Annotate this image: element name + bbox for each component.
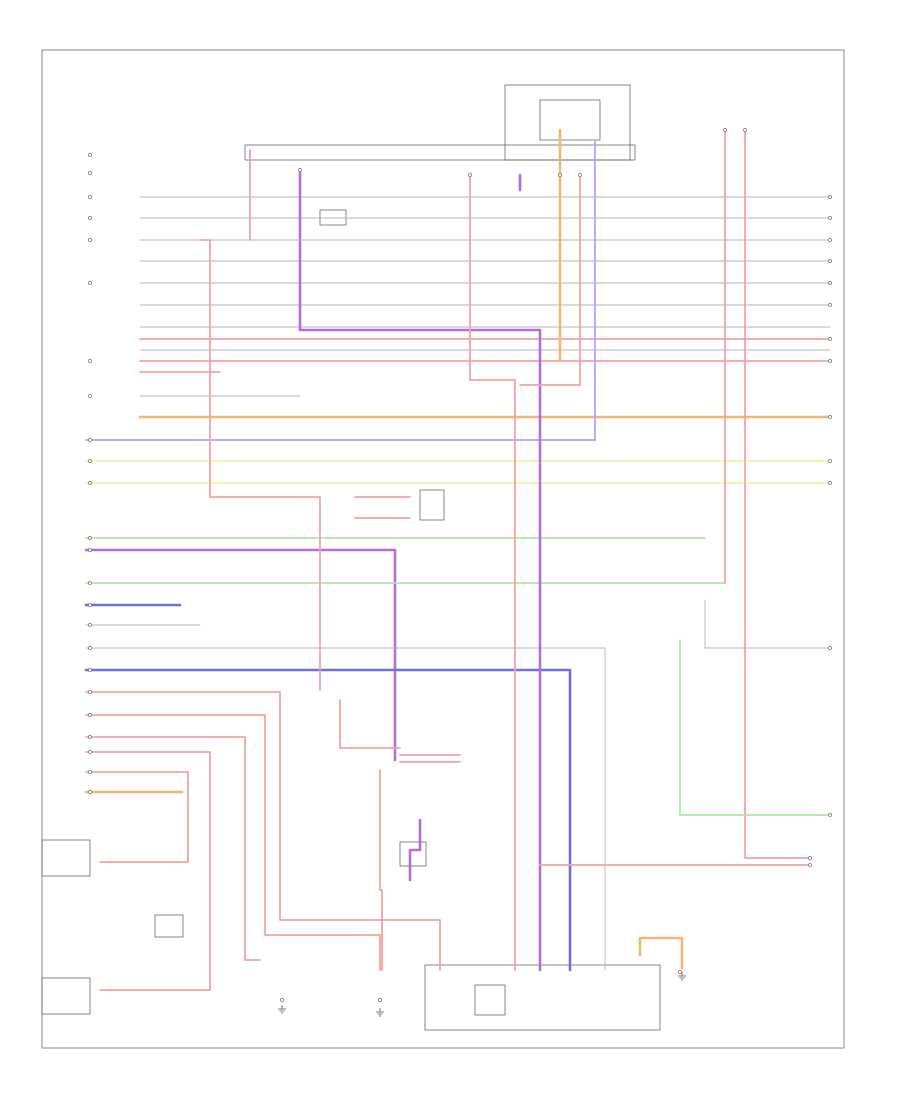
component-box xyxy=(41,839,91,877)
connector-pin xyxy=(88,668,92,672)
component-box xyxy=(539,99,601,141)
connector-pin xyxy=(298,168,302,172)
connector-pin xyxy=(808,856,812,860)
connector-pin xyxy=(828,359,832,363)
connector-pin xyxy=(558,173,562,177)
ground-icon xyxy=(678,972,686,981)
connector-pin xyxy=(828,216,832,220)
connector-pin xyxy=(88,195,92,199)
wire-purple xyxy=(408,818,422,882)
connector-pin xyxy=(808,863,812,867)
connector-pin xyxy=(828,415,832,419)
component-box xyxy=(419,489,445,521)
wire-gray xyxy=(85,647,606,971)
connector-pin xyxy=(88,153,92,157)
wire-red xyxy=(744,129,811,859)
wire-red xyxy=(85,771,189,863)
wire-red xyxy=(85,691,441,971)
connector-pin xyxy=(828,459,832,463)
wire-red xyxy=(85,714,381,971)
connector-pin xyxy=(88,438,92,442)
connector-pin xyxy=(723,128,727,132)
connector-pin xyxy=(468,173,472,177)
connector-pin xyxy=(88,735,92,739)
connector-pin xyxy=(88,790,92,794)
connector-pin xyxy=(678,970,682,974)
wire-darkblue xyxy=(84,668,572,972)
connector-pin xyxy=(88,281,92,285)
connector-pin xyxy=(743,128,747,132)
wire-red xyxy=(199,239,321,691)
wire-purple xyxy=(298,168,542,972)
connector-pin xyxy=(88,481,92,485)
diagram-border xyxy=(41,49,845,1049)
wire-green xyxy=(679,639,831,816)
wire-red xyxy=(379,769,383,971)
wire-red xyxy=(469,174,516,971)
connector-pin xyxy=(88,536,92,540)
component-box xyxy=(474,984,506,1016)
connector-pin xyxy=(88,646,92,650)
connector-pin xyxy=(828,238,832,242)
connector-pin xyxy=(828,813,832,817)
connector-pin xyxy=(88,603,92,607)
component-box xyxy=(504,84,631,161)
connector-pin xyxy=(828,195,832,199)
connector-pin xyxy=(88,770,92,774)
component-outlines xyxy=(41,49,845,1049)
connector-pin xyxy=(88,750,92,754)
component-box xyxy=(154,914,184,938)
connector-pin xyxy=(88,713,92,717)
component-box xyxy=(399,841,427,867)
connector-pin xyxy=(88,238,92,242)
connector-pin xyxy=(828,481,832,485)
connector-pin xyxy=(88,394,92,398)
component-box xyxy=(244,144,636,161)
connector-pin xyxy=(88,623,92,627)
connector-pin xyxy=(828,259,832,263)
ground-symbols xyxy=(278,972,686,1017)
connector-pin xyxy=(88,459,92,463)
connector-pin xyxy=(88,216,92,220)
wire-orange xyxy=(638,936,684,970)
connector-pin xyxy=(88,359,92,363)
wire-red xyxy=(85,736,261,961)
connector-pins xyxy=(88,128,832,1002)
wire-traces xyxy=(84,128,832,991)
wire-red xyxy=(339,699,401,749)
connector-pin xyxy=(88,690,92,694)
connector-pin xyxy=(828,281,832,285)
connector-pin xyxy=(828,303,832,307)
wire-purple xyxy=(84,548,397,762)
connector-pin xyxy=(88,581,92,585)
wire-red xyxy=(85,751,211,991)
connector-pin xyxy=(280,998,284,1002)
ground-icon xyxy=(376,1008,384,1017)
ground-icon xyxy=(278,1005,286,1014)
wire-red xyxy=(519,174,581,386)
connector-pin xyxy=(88,171,92,175)
component-box xyxy=(41,977,91,1015)
connector-pin xyxy=(828,646,832,650)
component-box xyxy=(424,964,661,1031)
connector-pin xyxy=(378,998,382,1002)
connector-pin xyxy=(578,173,582,177)
wire-gray xyxy=(704,599,831,649)
component-box xyxy=(319,209,347,226)
connector-pin xyxy=(828,337,832,341)
connector-pin xyxy=(88,548,92,552)
